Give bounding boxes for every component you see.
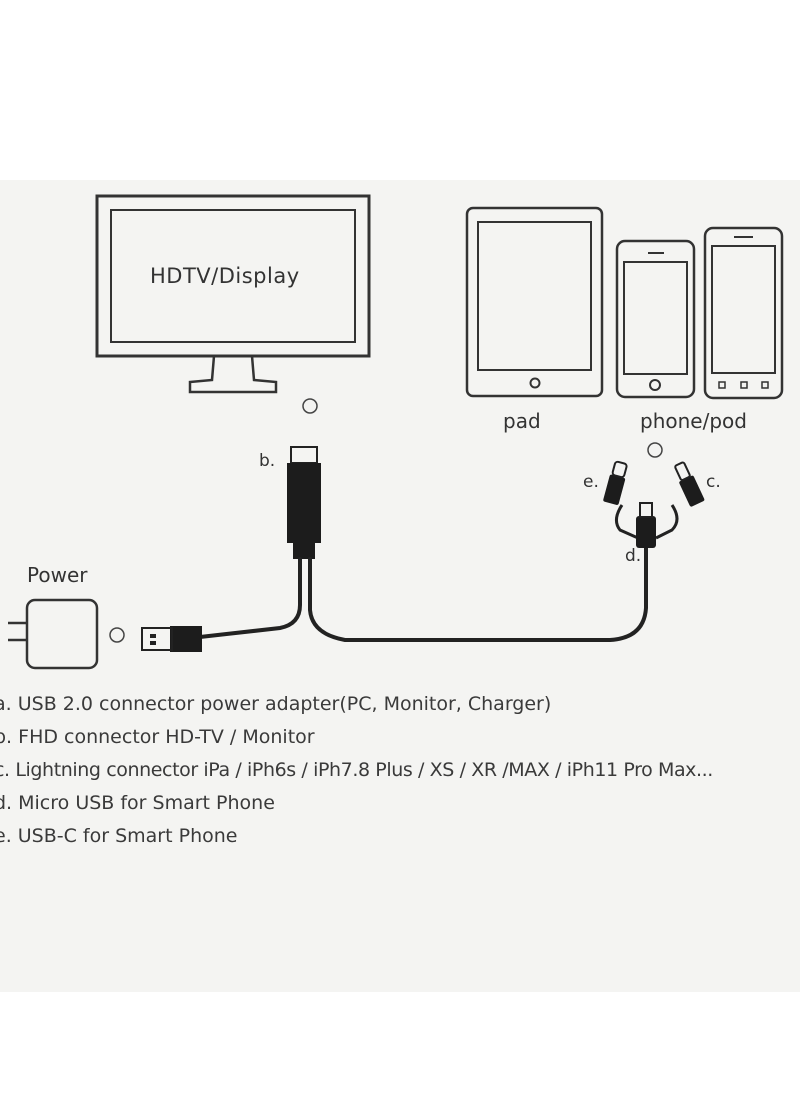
power-label: Power bbox=[27, 563, 88, 587]
label-b: b. bbox=[259, 451, 276, 471]
legend-list: a. USB 2.0 connector power adapter(PC, M… bbox=[0, 688, 713, 853]
power-adapter-icon bbox=[8, 598, 99, 670]
android-phone-icon bbox=[703, 226, 784, 400]
legend-item: e. USB-C for Smart Phone bbox=[0, 825, 238, 847]
power-connector-dot bbox=[109, 627, 125, 643]
label-c: c. bbox=[706, 472, 721, 492]
phone-label: phone/pod bbox=[640, 409, 747, 433]
hdtv-label: HDTV/Display bbox=[150, 264, 300, 288]
legend-item: b. FHD connector HD-TV / Monitor bbox=[0, 726, 315, 748]
y-cable bbox=[198, 546, 648, 642]
legend-item: a. USB 2.0 connector power adapter(PC, M… bbox=[0, 693, 552, 715]
diagram-background bbox=[0, 180, 800, 992]
phone-connector-dot bbox=[647, 442, 663, 458]
pad-label: pad bbox=[503, 409, 541, 433]
legend-item: d. Micro USB for Smart Phone bbox=[0, 792, 275, 814]
hdmi-plug-icon bbox=[287, 446, 321, 559]
iphone-icon bbox=[615, 239, 696, 399]
label-e: e. bbox=[583, 472, 599, 492]
label-d: d. bbox=[625, 546, 642, 566]
usb-a-plug-icon bbox=[141, 626, 202, 652]
hdtv-icon bbox=[95, 194, 371, 394]
usb-c-plug-icon bbox=[603, 460, 628, 505]
three-in-one-connector bbox=[615, 502, 679, 548]
tablet-icon bbox=[465, 206, 604, 398]
lightning-plug-icon bbox=[674, 461, 705, 507]
legend-item: c. Lightning connector iPa / iPh6s / iPh… bbox=[0, 759, 713, 781]
tv-connector-dot bbox=[302, 398, 318, 414]
